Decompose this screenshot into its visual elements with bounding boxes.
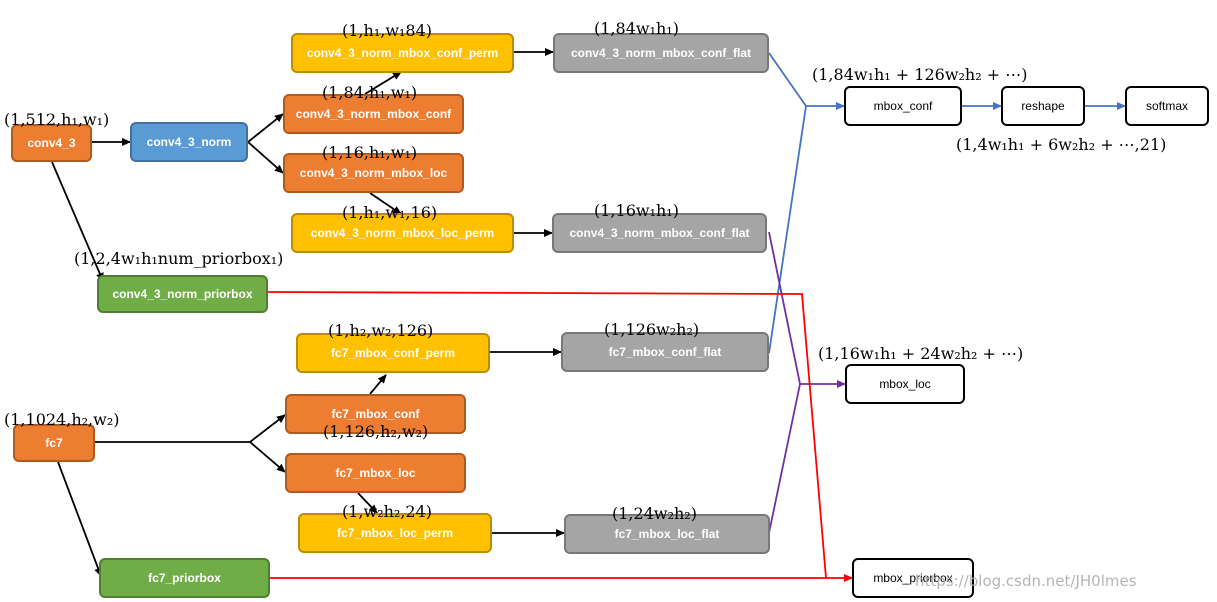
softmax-node: softmax (1125, 86, 1209, 126)
shape-fc7_mbox_loc_perm: (1,w₂h₂,24) (342, 502, 433, 521)
shape-conv4_3_norm_mbox_loc_flat: (1,16w₁h₁) (594, 201, 679, 220)
edge-loc-flat-to-mbox-loc (768, 231, 801, 385)
shape-conv4_3_norm_mbox_conf_flat: (1,84w₁h₁) (594, 19, 679, 38)
mbox_loc-node: mbox_loc (845, 364, 965, 404)
conv4_3_norm_mbox_conf_perm-node: conv4_3_norm_mbox_conf_perm (291, 33, 514, 73)
fc7_mbox_loc_flat-node: fc7_mbox_loc_flat (564, 514, 770, 554)
watermark: https://blog.csdn.net/JH0lmes (915, 572, 1137, 590)
fc7_mbox_conf_flat-node: fc7_mbox_conf_flat (561, 332, 769, 372)
shape-fc7: (1,1024,h₂,w₂) (4, 410, 120, 429)
edge-conf-perm (364, 71, 402, 95)
conv4_3_norm_priorbox-node: conv4_3_norm_priorbox (97, 275, 268, 313)
shape-conv4_3_norm_mbox_conf: (1,84,h₁,w₁) (322, 83, 418, 102)
conv4_3-node: conv4_3 (11, 124, 92, 162)
shape-conv4_3_norm_mbox_loc_perm: (1,h₁,w₁,16) (342, 203, 438, 222)
edge-fc7loc-perm (357, 492, 378, 514)
edge-conf-flat-to-mbox-conf (768, 52, 807, 107)
shape-conv4_3_norm_priorbox: (1,2,4w₁h₁num_priorbox₁) (74, 249, 284, 268)
edge-fc7-priorbox (57, 461, 102, 577)
conv4_3_norm-node: conv4_3_norm (130, 122, 248, 162)
edge-fc7conf-perm (369, 374, 387, 395)
shape-mbox_loc: (1,16w₁h₁ + 24w₂h₂ + ⋯) (818, 344, 1024, 363)
edge-fc7-conf-flat-to-mbox-conf (768, 105, 807, 354)
edge-norm-conf (247, 113, 284, 143)
shape-conv4_3: (1,512,h₁,w₁) (4, 110, 110, 129)
conv4_3_norm_mbox_conf-node: conv4_3_norm_mbox_conf (283, 94, 464, 134)
shape-conv4_3_norm_mbox_loc: (1,16,h₁,w₁) (322, 143, 418, 162)
edge-norm-loc (247, 141, 284, 174)
fc7_mbox_loc_perm-node: fc7_mbox_loc_perm (298, 513, 492, 553)
shape-fc7_mbox_conf: (1,126,h₂,w₂) (323, 422, 429, 441)
shape-mbox_conf: (1,84w₁h₁ + 126w₂h₂ + ⋯) (812, 65, 1028, 84)
fc7_mbox_conf_perm-node: fc7_mbox_conf_perm (296, 333, 490, 373)
edge-norm-priorbox-to-mbox-priorbox (267, 291, 827, 579)
fc7_mbox_conf-node: fc7_mbox_conf (285, 394, 466, 434)
shape-fc7_mbox_conf_flat: (1,126w₂h₂) (604, 320, 700, 339)
fc7_priorbox-node: fc7_priorbox (99, 558, 270, 598)
shape-fc7_mbox_conf_perm: (1,h₂,w₂,126) (328, 321, 434, 340)
conv4_3_norm_mbox_conf_flat-node: conv4_3_norm_mbox_conf_flat (553, 33, 769, 73)
shape-fc7_mbox_loc_flat: (1,24w₂h₂) (612, 504, 697, 523)
conv4_3_norm_mbox_loc_perm-node: conv4_3_norm_mbox_loc_perm (291, 213, 514, 253)
edge-fc7-loc (249, 441, 286, 473)
edge-conv4_3-priorbox (51, 161, 104, 282)
edge-loc-perm (369, 192, 402, 215)
conv4_3_norm_mbox_loc-node: conv4_3_norm_mbox_loc (283, 153, 464, 193)
shape-conv4_3_norm_mbox_conf_perm: (1,h₁,w₁84) (342, 21, 433, 40)
fc7_mbox_loc-node: fc7_mbox_loc (285, 453, 466, 493)
reshape-node: reshape (1001, 86, 1085, 126)
edge-fc7-conf (249, 414, 286, 443)
fc7-node: fc7 (13, 424, 95, 462)
mbox_priorbox-node: mbox_priorbox (852, 558, 974, 598)
mbox_conf-node: mbox_conf (844, 86, 962, 126)
edge-fc7-loc-flat-to-mbox-loc (768, 383, 801, 534)
conv4_3_norm_mbox_loc_flat-node: conv4_3_norm_mbox_conf_flat (552, 213, 767, 253)
shape-reshape: (1,4w₁h₁ + 6w₂h₂ + ⋯,21) (956, 135, 1167, 154)
